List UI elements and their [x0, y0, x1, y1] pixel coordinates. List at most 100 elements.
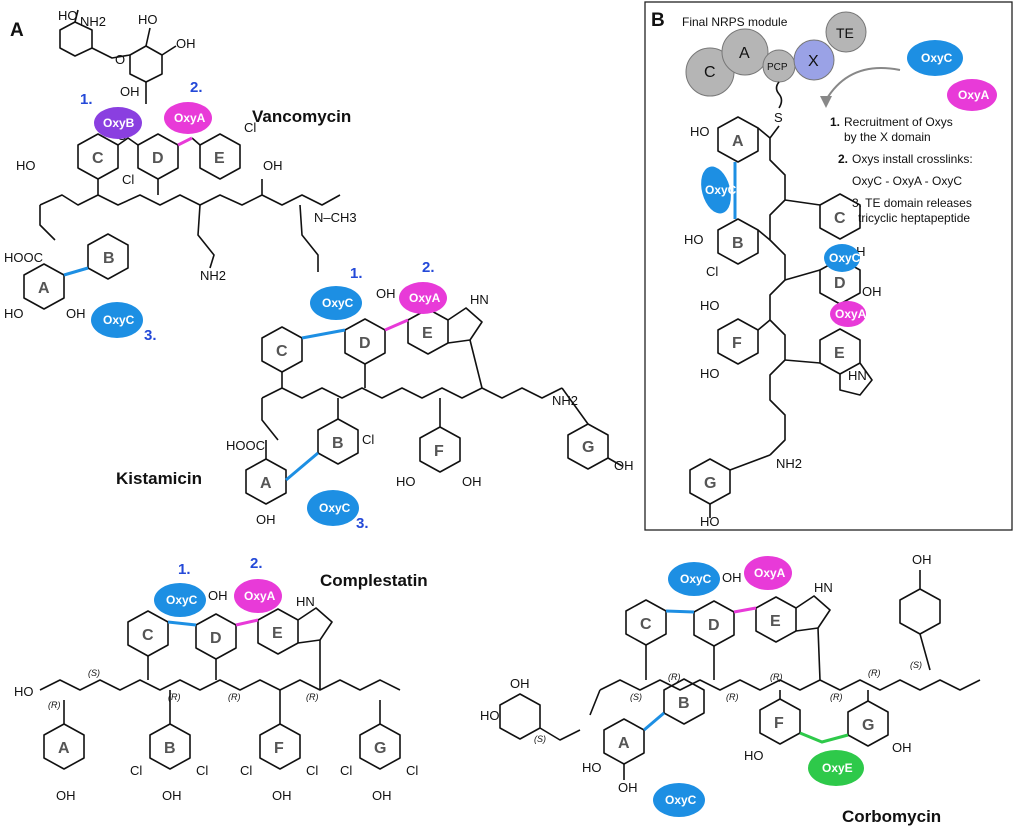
ring-label-c: C: [640, 616, 652, 633]
atom-ho-b: HO: [684, 232, 704, 247]
step-1: 1.: [80, 91, 93, 108]
stereo-2: (R): [168, 692, 181, 702]
atom-ho-v: HO: [16, 158, 36, 173]
crosslink-oxyc-1: [301, 328, 346, 340]
crosslink-oxya: [235, 618, 259, 627]
atom-oh-d: OH: [208, 588, 228, 603]
atom-ho-res: HO: [480, 708, 500, 723]
step-2: 2.: [422, 259, 435, 276]
enzyme-oxyb-blob: [94, 107, 142, 139]
stereo-3: (R): [228, 692, 241, 702]
ring-label-f: F: [774, 715, 784, 732]
enzyme-oxyc-free-blob: [907, 40, 963, 76]
enzyme-oxya-blob: [234, 579, 282, 613]
corbomycin-structure: C D E OH HN (S) (R) (R) (R) (R) (R) (S) …: [480, 552, 981, 826]
stereo-4: (R): [306, 692, 319, 702]
complestatin-structure: C D E OH HN HO (S) (R) (R) (R) (R) A B F…: [14, 555, 428, 803]
ring-c: [625, 599, 667, 646]
atom-oh-b: OH: [162, 788, 182, 803]
ring-d: [693, 600, 735, 647]
domain-a: [721, 28, 769, 76]
ring-resorcinol: [499, 693, 581, 741]
domain-te-label: TE: [836, 25, 854, 41]
atom-cl-g2: Cl: [406, 763, 418, 778]
ring-label-f: F: [732, 335, 742, 352]
domain-a-label: A: [739, 45, 750, 62]
enzyme-oxyc-blob: [91, 302, 143, 338]
atom-oh-a: OH: [66, 306, 86, 321]
atom-oh-g: OH: [614, 458, 634, 473]
backbone: [589, 627, 981, 716]
stereo-8: (S): [534, 734, 546, 744]
enzyme-oxyc-free-label: OxyC: [921, 51, 953, 65]
ring-c: [261, 326, 303, 373]
ring-c: [127, 610, 169, 657]
ring-label-b: B: [164, 740, 176, 757]
ring-f: [717, 318, 759, 365]
crosslink-oxye: [799, 731, 849, 744]
atom-oh-d: OH: [376, 286, 396, 301]
ring-links: [709, 127, 821, 518]
step1-num: 1.: [830, 115, 840, 129]
backbone: [261, 339, 563, 441]
ring-label-e: E: [770, 613, 781, 630]
ring-label-g: G: [374, 740, 386, 757]
ring-label-e: E: [214, 150, 225, 167]
step-2: 2.: [250, 555, 263, 572]
ring-label-g: G: [704, 475, 716, 492]
pcp-tether: [775, 81, 783, 109]
ring-d: [344, 318, 386, 365]
atom-cl-c: Cl: [122, 172, 134, 187]
ring-label-b: B: [332, 435, 344, 452]
crosslink-oxyc-3: [285, 451, 319, 482]
enzyme-oxyc-bound-2-blob: [824, 244, 860, 272]
enzyme-oxyc-blob: [154, 583, 206, 617]
atom-cl-g1: Cl: [340, 763, 352, 778]
atom-cl-f2: Cl: [306, 763, 318, 778]
enzyme-oxyc-label-3: OxyC: [319, 501, 351, 515]
enzyme-oxyc-bound-1-label: OxyC: [705, 183, 737, 197]
step-3: 3.: [356, 515, 369, 532]
panel-a-label: A: [10, 20, 24, 41]
stereo-2: (R): [668, 672, 681, 682]
ring-a: [717, 116, 759, 163]
enzyme-oxya-label: OxyA: [244, 589, 276, 603]
atom-hn: HN: [814, 580, 833, 595]
ring-label-b: B: [678, 695, 690, 712]
atom-nh2-asn: NH2: [200, 268, 226, 283]
atom-hn: HN: [296, 594, 315, 609]
crosslink-oxyc-2: [643, 711, 665, 732]
ring-e-indole: [755, 595, 831, 643]
sugar-links: [74, 9, 177, 104]
atom-nh2: NH2: [552, 393, 578, 408]
step3-line1: 3. TE domain releases: [852, 196, 972, 210]
ring-label-f: F: [274, 740, 284, 757]
atom-oh-d: OH: [862, 284, 882, 299]
sugar-ring-2: [129, 45, 163, 83]
step-3: 3.: [144, 327, 157, 344]
atom-oh-v: OH: [263, 158, 283, 173]
ring-e-indole: [407, 307, 483, 355]
stereo-3: (R): [726, 692, 739, 702]
ring-label-a: A: [260, 475, 272, 492]
ring-label-c: C: [92, 150, 104, 167]
stereo-1: (S): [630, 692, 642, 702]
atom-cl: Cl: [362, 432, 374, 447]
crosslink-oxyc: [63, 266, 89, 277]
atom-oh-a: OH: [56, 788, 76, 803]
backbone: [39, 640, 401, 691]
atom-nhch3: N–CH3: [314, 210, 357, 225]
ring-label-e: E: [272, 625, 283, 642]
enzyme-oxyc-bound-2-label: OxyC: [829, 251, 861, 265]
step2-line2: OxyC - OxyA - OxyC: [852, 174, 962, 188]
enzyme-oxya-blob: [399, 282, 447, 314]
enzyme-oxyc-label-1: OxyC: [322, 296, 354, 310]
ring-e-indole: [819, 328, 873, 396]
atom-ho-f: HO: [396, 474, 416, 489]
ring-label-a: A: [618, 735, 630, 752]
enzyme-oxyc-bound-1-blob: [701, 166, 731, 214]
step1-line1: Recruitment of Oxys: [844, 115, 953, 129]
ring-label-c: C: [276, 343, 288, 360]
ring-label-d: D: [834, 275, 846, 292]
enzyme-oxya-free-label: OxyA: [958, 88, 990, 102]
